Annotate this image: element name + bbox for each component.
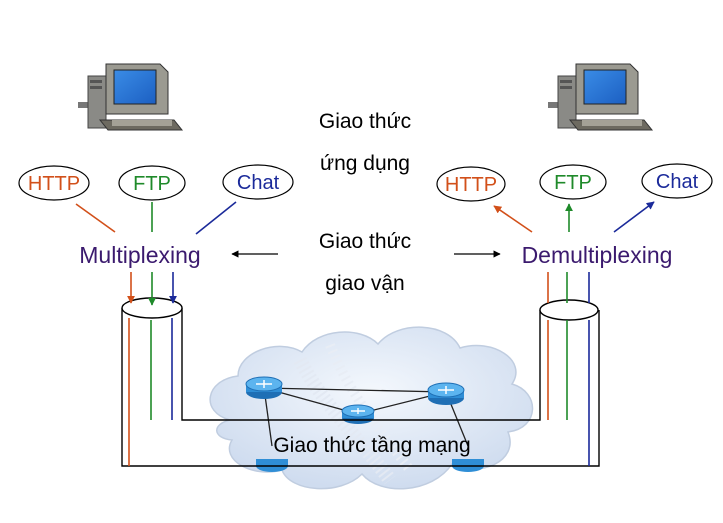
network-protocol-label: Giao thức tầng mạng <box>273 434 470 457</box>
computer-icon <box>78 63 184 131</box>
left-http-line <box>75 203 116 233</box>
transport-pipe <box>121 297 600 467</box>
ftp-label: FTP <box>554 172 592 194</box>
right-app-ftp: FTP <box>539 164 607 200</box>
pipe-lines-right <box>547 320 590 466</box>
left-chat-line <box>195 201 237 235</box>
transport-protocol-label-line2: giao vận <box>325 272 404 295</box>
pipe-lines-left <box>128 318 173 466</box>
left-app-http: HTTP <box>18 165 90 201</box>
http-label: HTTP <box>28 173 80 195</box>
computer-icon <box>548 63 654 131</box>
app-protocol-label-line1: Giao thức <box>319 110 411 133</box>
chat-label: Chat <box>237 172 280 194</box>
multiplexing-label: Multiplexing <box>79 242 200 268</box>
right-chat-up-arrow <box>613 201 655 233</box>
right-app-http: HTTP <box>436 166 506 202</box>
ftp-label: FTP <box>133 173 171 195</box>
left-app-ftp: FTP <box>118 165 186 201</box>
transport-protocol-label-line1: Giao thức <box>319 230 411 253</box>
router-icon <box>341 404 375 424</box>
demultiplexing-label: Demultiplexing <box>522 242 673 268</box>
router-icon <box>245 376 283 399</box>
app-protocol-label-line2: ứng dụng <box>320 152 410 175</box>
left-app-chat: Chat <box>222 164 294 200</box>
http-label: HTTP <box>445 174 497 196</box>
right-http-up-arrow <box>493 205 533 233</box>
chat-label: Chat <box>656 171 699 193</box>
right-app-chat: Chat <box>641 163 713 199</box>
router-icon <box>427 382 465 405</box>
